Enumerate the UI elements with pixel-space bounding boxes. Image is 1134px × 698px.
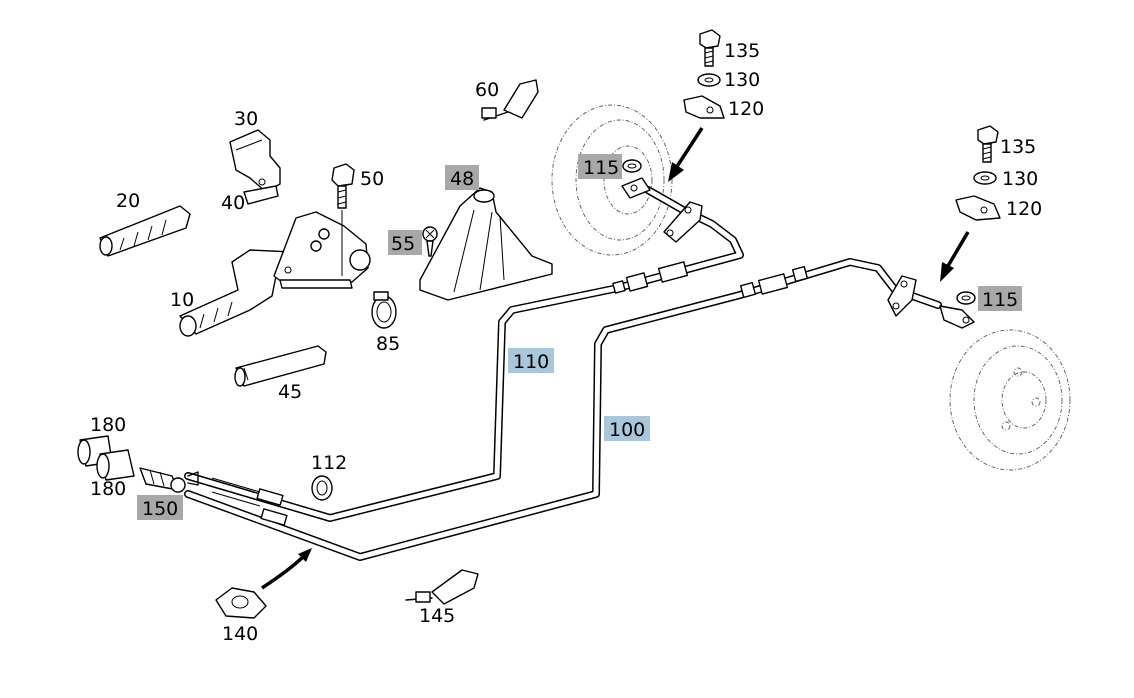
circlip-115-lower	[956, 291, 976, 305]
circlip-115-upper	[622, 159, 642, 173]
highlight-150	[137, 495, 183, 520]
label-40: 40	[221, 192, 245, 214]
highlight-115-lower	[978, 286, 1022, 311]
trim-strip-45	[234, 345, 327, 387]
grommet-140	[215, 548, 312, 619]
cable-tie-60	[481, 79, 539, 121]
clip-120-upper	[668, 95, 725, 182]
lever-assembly-10	[179, 211, 371, 337]
cable-110	[184, 186, 744, 522]
label-20: 20	[116, 190, 140, 212]
label-140: 140	[222, 623, 258, 645]
highlight-100	[604, 416, 650, 441]
bolt-50	[331, 163, 355, 276]
washer-130-lower	[973, 171, 997, 185]
cable-tie-145	[405, 569, 479, 605]
grommet-112	[311, 475, 333, 501]
cable-bracket-left	[887, 275, 975, 329]
label-145: 145	[419, 605, 455, 627]
label-112: 112	[311, 452, 347, 474]
label-135-lower: 135	[1000, 136, 1036, 158]
label-180-upper: 180	[90, 414, 126, 436]
cable-100	[184, 258, 942, 561]
boot-48	[419, 187, 553, 301]
label-150: 150	[142, 498, 178, 520]
highlight-110	[508, 348, 554, 373]
highlight-115-upper	[578, 154, 622, 179]
label-85: 85	[376, 333, 400, 355]
label-115-lower: 115	[982, 289, 1018, 311]
bolt-135-upper	[699, 29, 721, 67]
clamp-85	[371, 291, 397, 329]
highlight-48	[445, 165, 479, 190]
cable-bracket-right	[621, 177, 703, 243]
washer-130-upper	[697, 73, 721, 87]
adjuster-150	[139, 467, 186, 493]
lever-grip-20	[99, 205, 191, 257]
label-120-lower: 120	[1006, 198, 1042, 220]
label-100: 100	[609, 419, 645, 441]
clip-120-lower	[940, 195, 1001, 282]
rear-brake-drum-left	[949, 329, 1071, 471]
label-180-lower: 180	[90, 478, 126, 500]
label-10: 10	[170, 289, 194, 311]
label-55: 55	[391, 233, 415, 255]
label-110: 110	[513, 351, 549, 373]
clip-40	[243, 178, 279, 205]
label-45: 45	[278, 381, 302, 403]
highlight-55	[388, 230, 422, 255]
label-120-upper: 120	[728, 98, 764, 120]
label-48: 48	[450, 168, 474, 190]
equalizer-180	[77, 435, 135, 481]
label-130-lower: 130	[1002, 168, 1038, 190]
cable-end-fittings	[187, 471, 288, 526]
label-135-upper: 135	[724, 40, 760, 62]
cover-30	[229, 129, 281, 193]
label-50: 50	[360, 168, 384, 190]
rear-brake-disc-right	[551, 104, 673, 256]
label-60: 60	[475, 79, 499, 101]
label-115-upper: 115	[583, 157, 619, 179]
screw-55	[422, 226, 438, 257]
label-130-upper: 130	[724, 69, 760, 91]
bolt-135-lower	[977, 125, 999, 163]
label-30: 30	[234, 108, 258, 130]
